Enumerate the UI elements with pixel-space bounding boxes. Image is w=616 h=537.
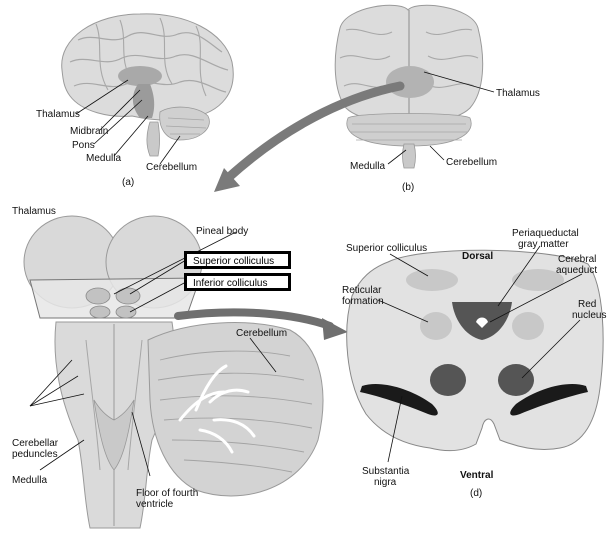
panel-d-substantia-nigra-left [360,384,438,416]
panel-b-label-thalamus: Thalamus [496,88,540,99]
panel-a-thalamus-shape [118,66,162,86]
panel-d-label-reticular-line1: Reticular [342,285,382,296]
panel-d-label-reticular-line2: formation [342,296,384,307]
panel-d-label-red-nucleus-line1: Red [578,299,597,310]
panel-d-section-outline [346,249,604,452]
panel-d-label-periaqueductal-line1: Periaqueductal [512,228,579,239]
panel-d-red-nucleus-right [498,364,534,396]
panel-d-reticular-formation-left [420,312,452,340]
section-plane [29,277,201,319]
panel-a-spinal-shape [146,121,160,157]
panel-c-label-pineal-body: Pineal body [196,226,249,237]
panel-a-caption: (a) [122,177,135,188]
panel-d-label-cerebral-aqueduct-line1: Cerebral [558,254,597,265]
panel-d-label-ventral: Ventral [460,470,494,481]
panel-b-label-cerebellum: Cerebellum [446,157,498,168]
panel-b-caption: (b) [402,182,415,193]
panel-b-label-medulla: Medulla [350,161,386,172]
panel-b-spinal-shape [402,143,416,169]
panel-c-label-medulla: Medulla [12,475,48,486]
panel-d-label-superior-colliculus: Superior colliculus [346,243,428,254]
panel-a-brain-lateral [61,13,234,165]
panel-c-label-floor-fourth-line2: ventricle [136,499,174,510]
panel-a-label-cerebellum: Cerebellum [146,162,198,173]
panel-c-label-cerebellar-peduncles-line1: Cerebellar [12,438,59,449]
panel-a-label-pons: Pons [72,140,95,151]
arrow-b-to-c-head [214,168,240,192]
panel-a-brainstem-shape [132,84,155,118]
panel-d-midbrain-section [346,245,604,463]
panel-c-label-superior-colliculus: Superior colliculus [184,251,291,269]
panel-d-superior-colliculus-left [406,269,458,291]
panel-d-red-nucleus-left [430,364,466,396]
panel-d-label-red-nucleus-line2: nucleus [572,310,607,321]
panel-c-brainstem-dorsal [23,215,324,529]
panel-a-label-thalamus: Thalamus [36,109,80,120]
arrow-c-to-d-head [322,318,348,340]
panel-d-cerebral-aqueduct [476,317,488,328]
panel-c-label-floor-fourth-line1: Floor of fourth [136,488,199,499]
panel-b-brain-posterior [334,4,495,169]
panel-c-cerebellum [147,322,324,497]
panel-d-label-periaqueductal-line2: gray matter [518,239,569,250]
panel-d-label-substantia-line1: Substantia [362,466,410,477]
panel-c-label-cerebellum: Cerebellum [236,328,288,339]
panel-b-thalamus-shape [386,66,434,98]
panel-c-label-cerebellar-peduncles-line2: peduncles [12,449,58,460]
panel-b-cerebellum-shape [346,113,472,147]
panel-d-caption: (d) [470,488,483,499]
panel-c-label-inferior-colliculus: Inferior colliculus [184,273,291,291]
arrow-c-to-d [174,308,334,330]
panel-a-label-medulla: Medulla [86,153,122,164]
arrow-b-to-c [223,81,405,183]
panel-d-superior-colliculus-right [512,269,564,291]
panel-d-label-cerebral-aqueduct-line2: aqueduct [556,265,598,276]
panel-d-label-substantia-line2: nigra [374,477,397,488]
panel-a-cerebellum-shape [159,106,210,141]
panel-d-label-dorsal: Dorsal [462,251,494,262]
panel-d-reticular-formation-right [512,312,544,340]
panel-d-substantia-nigra-right [510,384,588,416]
panel-a-label-midbrain: Midbrain [70,126,109,137]
panel-c-label-thalamus: Thalamus [12,206,56,217]
